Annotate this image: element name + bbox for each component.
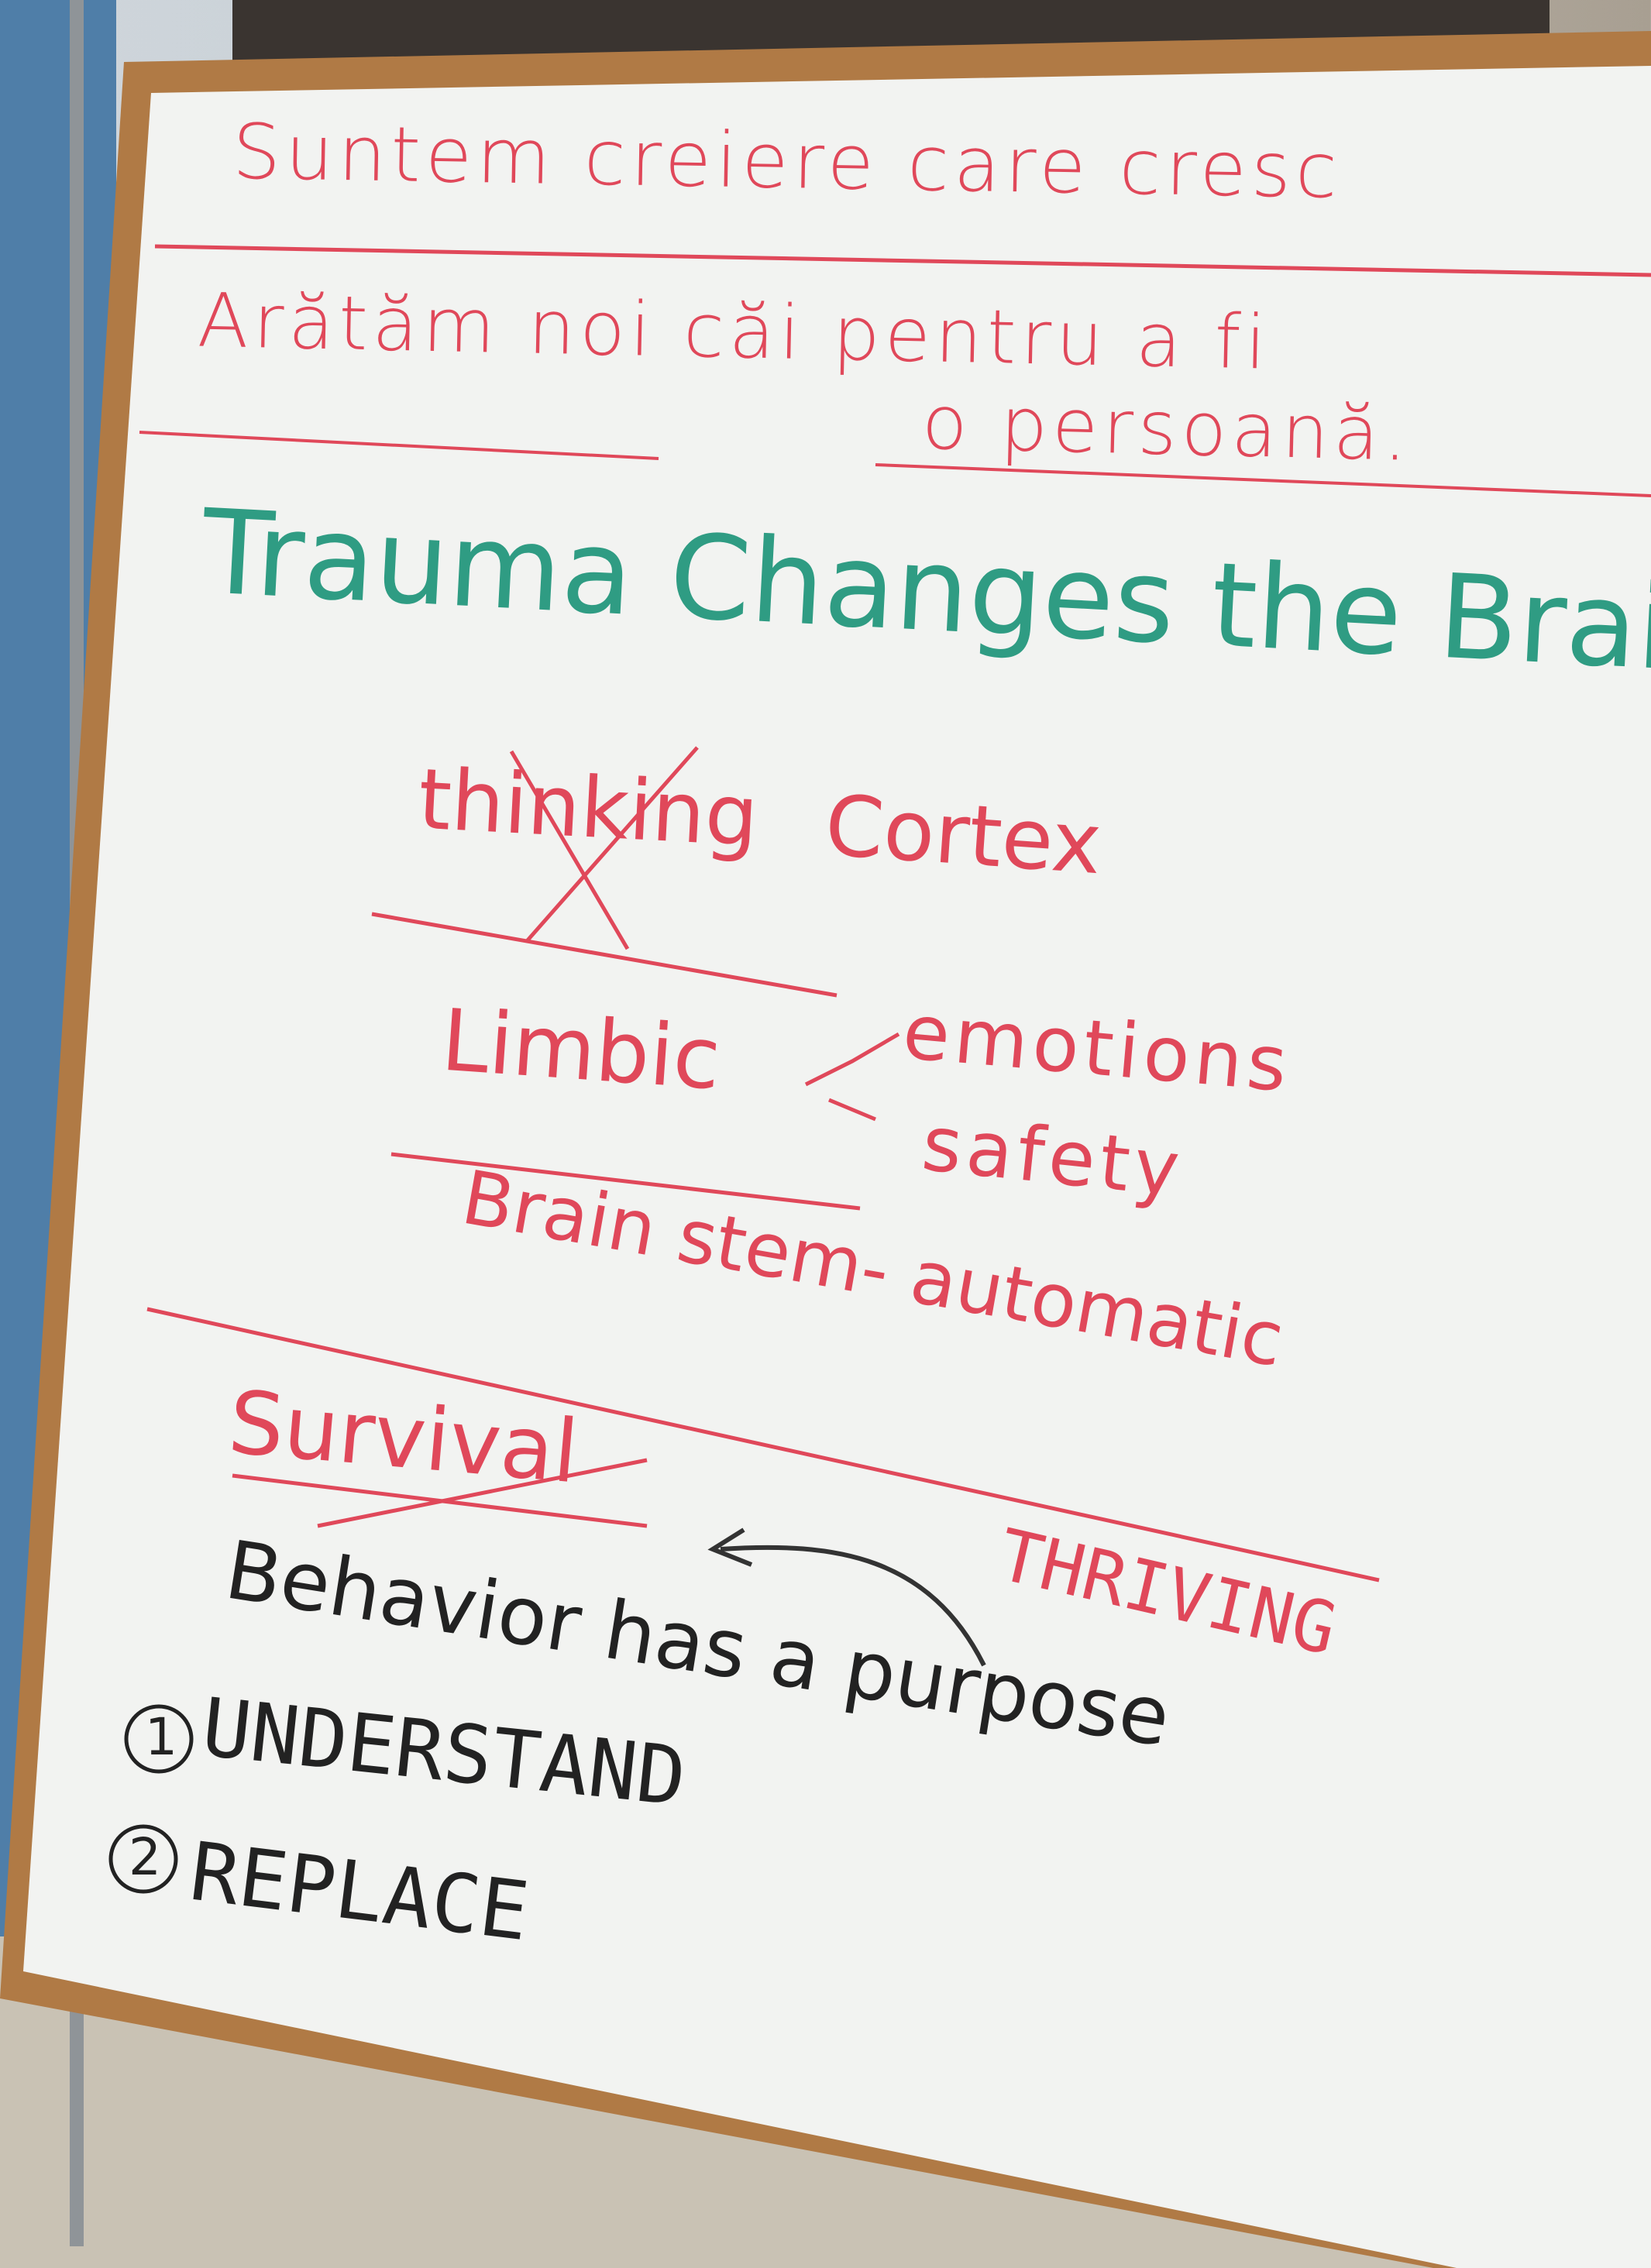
branch-safety (828, 1098, 876, 1122)
limbic-label: Limbic (438, 990, 724, 1109)
circle-number-2 (108, 1824, 178, 1894)
arrow-thriving-to-survival (720, 1545, 986, 1667)
strike-thinking-a (509, 750, 630, 950)
divider-line-2a (139, 431, 659, 460)
divider-line-1 (154, 244, 1651, 277)
header-line-2: Arătăm noi căi pentru a fi (196, 277, 1272, 387)
strike-survival-b (232, 1473, 648, 1528)
divider-limbic (390, 1152, 861, 1211)
circle-number-1 (124, 1704, 194, 1774)
header-line-1: Suntem creiere care cresc (232, 108, 1343, 216)
strike-survival-a (317, 1458, 648, 1528)
divider-cortex (371, 912, 838, 998)
arrow-head (707, 1527, 753, 1567)
divider-stem (146, 1307, 1380, 1582)
branch-emotions (804, 1032, 900, 1087)
cortex-struck-word: thinking (416, 751, 761, 866)
header-line-3: o persoană. (920, 379, 1413, 478)
divider-line-2b (875, 463, 1651, 497)
step-1-number: 1 (145, 1707, 177, 1767)
cortex-label: Cortex (822, 777, 1105, 894)
strike-thinking-b (525, 746, 699, 943)
step-2-number: 2 (129, 1827, 161, 1887)
whiteboard-surface (23, 66, 1651, 2268)
